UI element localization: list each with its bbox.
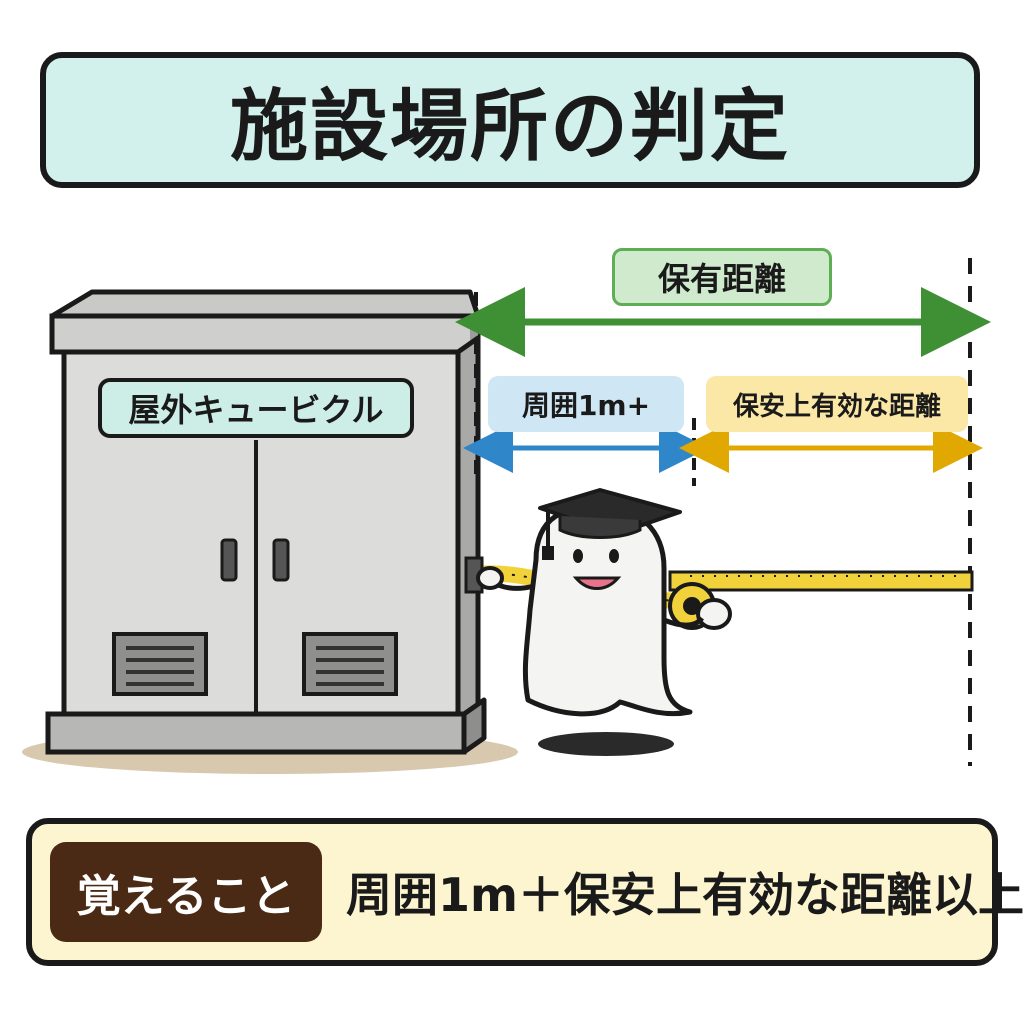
- vent-right: [302, 632, 398, 696]
- memo-tag: 覚えること: [50, 842, 322, 942]
- perimeter-label: 周囲1m+: [488, 376, 684, 432]
- page-title: 施設場所の判定: [229, 82, 790, 172]
- vent-left: [112, 632, 208, 696]
- ghost-mascot: [476, 488, 732, 756]
- total-distance-label: 保有距離: [612, 248, 832, 306]
- safe-distance-label: 保安上有効な距離: [706, 376, 968, 432]
- cubicle-illustration: [45, 289, 487, 755]
- equipment-label: 屋外キュービクル: [98, 378, 414, 438]
- title-banner: 施設場所の判定: [40, 52, 980, 188]
- memo-text: 周囲1m＋保安上有効な距離以上: [346, 868, 1024, 922]
